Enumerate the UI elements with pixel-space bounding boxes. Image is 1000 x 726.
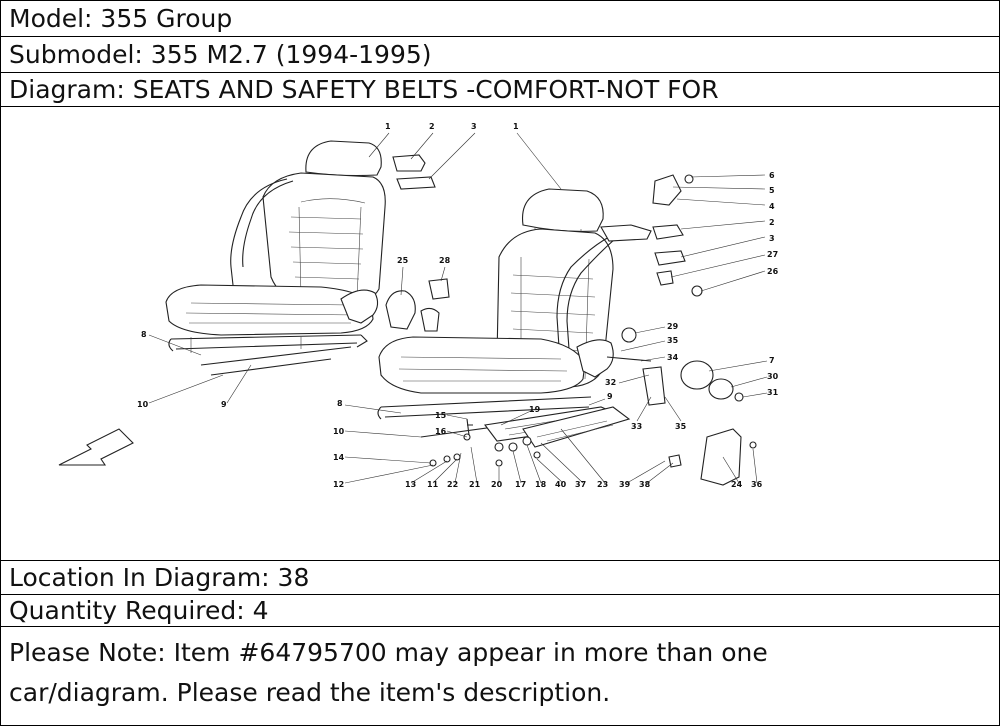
right-seat-drawing: [377, 188, 652, 442]
callout: 2: [769, 218, 775, 227]
parts-diagram: 1 2 3 1 6 5 4 2 3 27 26 25 28 8 10 9 29 …: [1, 107, 999, 561]
direction-arrow-icon: [58, 428, 134, 466]
callout: 15: [435, 411, 447, 420]
callout: 27: [767, 250, 778, 259]
callout: 35: [667, 336, 679, 345]
fastener-cluster: [429, 418, 541, 467]
callout: 8: [141, 330, 147, 339]
note-row: Please Note: Item #64795700 may appear i…: [1, 627, 999, 725]
callout: 36: [751, 480, 763, 489]
callout: 13: [405, 480, 416, 489]
part-36: [749, 441, 757, 449]
callout: 37: [575, 480, 586, 489]
part-24: [700, 428, 742, 486]
callout: 1: [513, 122, 519, 131]
part-31: [734, 392, 744, 402]
diagram-title-row: Diagram: SEATS AND SAFETY BELTS -COMFORT…: [1, 73, 999, 107]
buckle-part: [420, 307, 440, 332]
part-27: [656, 270, 674, 286]
callout: 9: [607, 392, 613, 401]
part-32: [642, 366, 666, 406]
callout: 32: [605, 378, 616, 387]
part-30: [708, 378, 734, 400]
callout: 39: [619, 480, 631, 489]
cover-part: [396, 176, 436, 190]
callout: 10: [333, 427, 345, 436]
callout: 35: [675, 422, 687, 431]
callout: 31: [767, 388, 779, 397]
callout: 2: [429, 122, 435, 131]
part-7: [680, 360, 714, 390]
callout: 5: [769, 186, 775, 195]
submodel-row: Submodel: 355 M2.7 (1994-1995): [1, 37, 999, 73]
callout: 17: [515, 480, 526, 489]
callout: 23: [597, 480, 608, 489]
seat-exploded-view: 1 2 3 1 6 5 4 2 3 27 26 25 28 8 10 9 29 …: [58, 122, 779, 489]
part-25: [385, 290, 416, 330]
belt-retractor-part: [392, 154, 426, 172]
callout: 25: [397, 256, 409, 265]
part-6-bolt: [684, 174, 694, 184]
callout-labels: 1 2 3 1 6 5 4 2 3 27 26 25 28 8 10 9 29 …: [137, 122, 779, 489]
callout: 40: [555, 480, 567, 489]
model-row: Model: 355 Group: [1, 1, 999, 37]
leader-lines: [148, 132, 768, 484]
callout: 38: [639, 480, 651, 489]
callout: 20: [491, 480, 503, 489]
callout: 19: [529, 405, 541, 414]
callout: 3: [769, 234, 775, 243]
part-6-cover: [652, 174, 682, 206]
callout: 14: [333, 453, 345, 462]
callout: 6: [769, 171, 775, 180]
callout: 18: [535, 480, 547, 489]
callout: 22: [447, 480, 458, 489]
callout: 24: [731, 480, 743, 489]
part-2b: [652, 224, 684, 240]
note-line-2: car/diagram. Please read the item's desc…: [9, 678, 611, 707]
part-38: [668, 454, 682, 468]
left-seat-drawing: [165, 140, 386, 376]
callout: 21: [469, 480, 481, 489]
callout: 26: [767, 267, 779, 276]
callout: 4: [769, 202, 775, 211]
location-row: Location In Diagram: 38: [1, 561, 999, 595]
callout: 8: [337, 399, 343, 408]
note-line-1: Please Note: Item #64795700 may appear i…: [9, 638, 768, 667]
callout: 12: [333, 480, 344, 489]
part-26: [691, 285, 703, 297]
callout: 30: [767, 372, 779, 381]
callout: 34: [667, 353, 679, 362]
callout: 9: [221, 400, 227, 409]
callout: 16: [435, 427, 447, 436]
callout: 7: [769, 356, 775, 365]
callout: 33: [631, 422, 642, 431]
part-29: [621, 327, 637, 343]
callout: 28: [439, 256, 451, 265]
callout: 3: [471, 122, 477, 131]
callout: 1: [385, 122, 391, 131]
part-3b: [654, 250, 686, 266]
callout: 29: [667, 322, 679, 331]
callout: 11: [427, 480, 439, 489]
part-28: [428, 278, 450, 300]
callout: 10: [137, 400, 149, 409]
quantity-row: Quantity Required: 4: [1, 595, 999, 627]
